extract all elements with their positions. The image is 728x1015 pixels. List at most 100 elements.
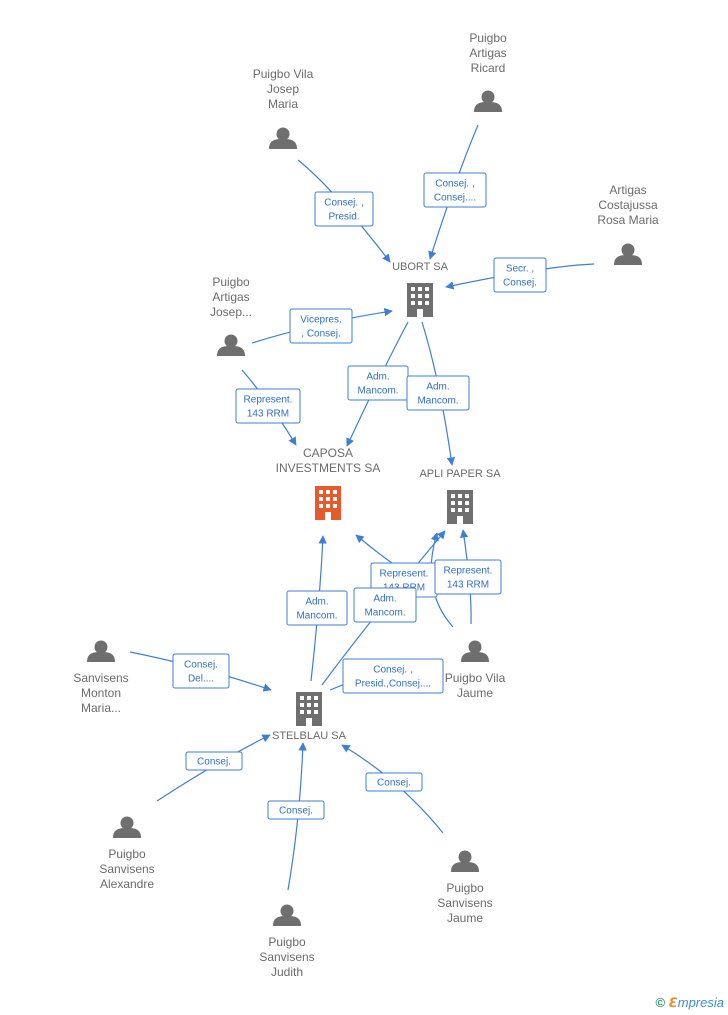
empresia-logo-icon: ℇ [668,995,678,1010]
relation-label[interactable]: Adm. Mancom. [347,365,409,401]
relation-label-text: Consej.... [434,193,476,204]
relation-label[interactable]: Adm.Mancom. [353,587,417,623]
relation-label-text: Del.... [188,674,214,685]
node-label-line: Josep... [210,305,252,319]
relation-label-text: 143 RRM [247,409,289,420]
relation-label-text: Presid.,Consej.... [355,679,431,690]
relation-label[interactable]: Represent. 143 RRM [434,559,502,595]
node-label-line: Jaume [447,911,483,925]
node-label-line: Josep [267,82,299,96]
node-label-line: Sanvisens [437,896,492,910]
relation-label-text: Consej. [197,757,231,768]
relation-label-box [289,308,353,344]
relation-label-text: Mancom. [296,611,337,622]
relation-label-text: Vicepres. [300,315,342,326]
relation-label[interactable]: Consej. [267,800,325,820]
relation-label-text: Mancom. [417,396,458,407]
node-label-line: Costajussa [598,198,658,212]
node-label-line: Maria... [81,701,121,715]
relation-label-text: Consej. [184,660,218,671]
node-label-line: Puigbo [446,881,484,895]
relation-label-box [493,257,547,293]
node-label-line: Artigas [212,290,249,304]
relation-label-box [434,559,502,595]
node-label-line: INVESTMENTS SA [276,461,381,475]
node-label-line: Jaume [457,686,493,700]
relation-label[interactable]: Adm. Mancom. [286,590,348,626]
relation-label-text: Consej. , [324,198,363,209]
person-node[interactable]: PuigboArtigasJosep... [210,275,252,356]
relation-label[interactable]: Represent. 143 RRM [235,388,301,424]
relation-label-box [286,590,348,626]
node-label-line: Sanvisens [259,950,314,964]
relation-label-text: Represent. [444,566,493,577]
relation-label-text: Consej. , [373,665,412,676]
relation-label[interactable]: Consej. [365,772,423,792]
node-label-line: Puigbo [212,275,250,289]
node-label-line: Artigas [609,183,646,197]
node-label-line: APLI PAPER SA [419,468,501,480]
person-icon [273,904,301,926]
node-label-line: Judith [271,965,303,979]
empresia-watermark[interactable]: © ℇmpresia [655,995,724,1011]
person-node[interactable]: SanvisensMontonMaria... [73,640,129,716]
node-label-line: Artigas [469,46,506,60]
relation-label-text: Mancom. [364,608,405,619]
node-label-line: Monton [81,686,121,700]
company-node[interactable]: STELBLAU SA [272,692,347,742]
relation-label-text: , Consej. [301,329,340,340]
node-label-line: CAPOSA [303,446,353,460]
copyright-icon: © [655,995,666,1010]
relation-label-text: Secr. , [506,264,534,275]
relation-label[interactable]: Vicepres. , Consej. [289,308,353,344]
company-node[interactable]: UBORT SA [392,261,449,317]
relation-label-text: 143 RRM [447,580,489,591]
edges-layer [129,124,595,891]
person-icon [461,640,489,662]
person-icon [87,640,115,662]
relation-label[interactable]: Consej. , Presid.,Consej.... [342,658,444,694]
relation-label-text: Mancom. [357,386,398,397]
relation-label[interactable]: Adm. Mancom. [406,375,470,411]
person-icon [217,334,245,356]
relation-label-box [172,653,230,689]
relation-label-text: Presid. [328,212,359,223]
relation-label-text: Adm. [366,372,389,383]
node-label-line: Puigbo [469,31,507,45]
relation-label[interactable]: Consej. Del.... [172,653,230,689]
relation-label-text: Represent. [244,395,293,406]
node-label-line: Puigbo [268,935,306,949]
relation-label-box [406,375,470,411]
relation-label-text: Consej. [279,806,313,817]
building-icon [447,490,473,524]
relation-label-text: Represent. [380,569,429,580]
node-label-line: Ricard [471,61,506,75]
building-icon [296,692,322,726]
relation-label-box [365,772,423,792]
node-label-line: STELBLAU SA [272,730,347,742]
relation-label[interactable]: Secr. , Consej. [493,257,547,293]
relation-label-text: Consej. , [435,179,474,190]
node-label-line: Sanvisens [99,862,154,876]
node-label-line: Puigbo Vila [253,67,314,81]
node-label-line: Puigbo Vila [445,671,506,685]
relation-label-box [353,587,417,623]
relation-label-text: Adm. [305,597,328,608]
node-label-line: Puigbo [108,847,146,861]
relation-label-text: Adm. [426,382,449,393]
relation-label[interactable]: Consej. [185,751,243,771]
relation-label-text: Consej. [503,278,537,289]
relation-label[interactable]: Consej. , Consej.... [423,172,487,208]
company-node[interactable]: APLI PAPER SA [419,468,501,524]
relation-label-box [235,388,301,424]
building-icon [315,486,341,520]
relation-label[interactable]: Consej. , Presid. [314,191,374,227]
